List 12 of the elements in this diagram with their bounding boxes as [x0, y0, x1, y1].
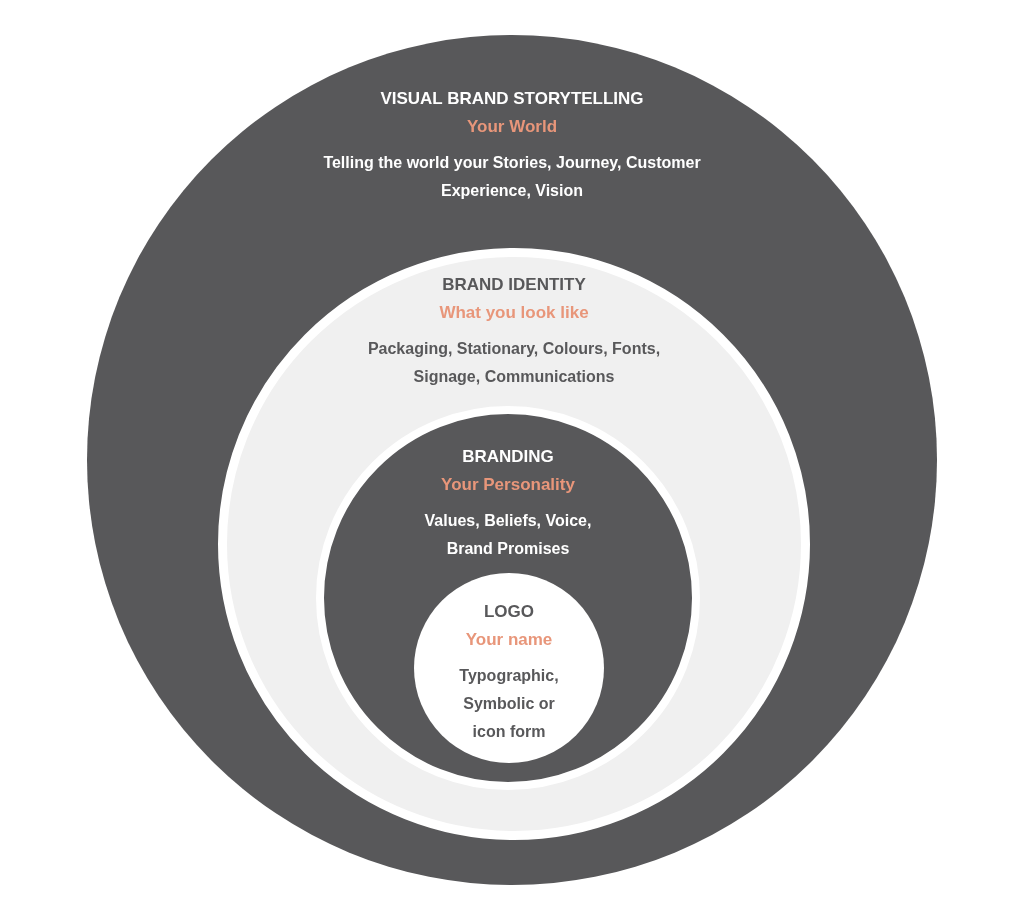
circle-description: Values, Beliefs, Voice, Brand Promises [423, 511, 593, 559]
circle-heading: BRAND IDENTITY [442, 274, 586, 296]
circle-subtitle: Your World [467, 116, 557, 138]
circle-heading: VISUAL BRAND STORYTELLING [380, 88, 644, 110]
circle-subtitle: What you look like [439, 302, 589, 324]
circle-description: Packaging, Stationary, Colours, Fonts, Signage, Communications [366, 339, 662, 387]
circle-subtitle: Your name [465, 629, 553, 651]
circle-heading: LOGO [483, 601, 535, 623]
circle-subtitle: Your Personality [441, 474, 575, 496]
circle-heading: BRANDING [462, 446, 554, 468]
circle-description: Telling the world your Stories, Journey, Customer Experience, Vision [322, 153, 702, 201]
circle-description: Typographic, Symbolic or icon form [458, 666, 560, 742]
